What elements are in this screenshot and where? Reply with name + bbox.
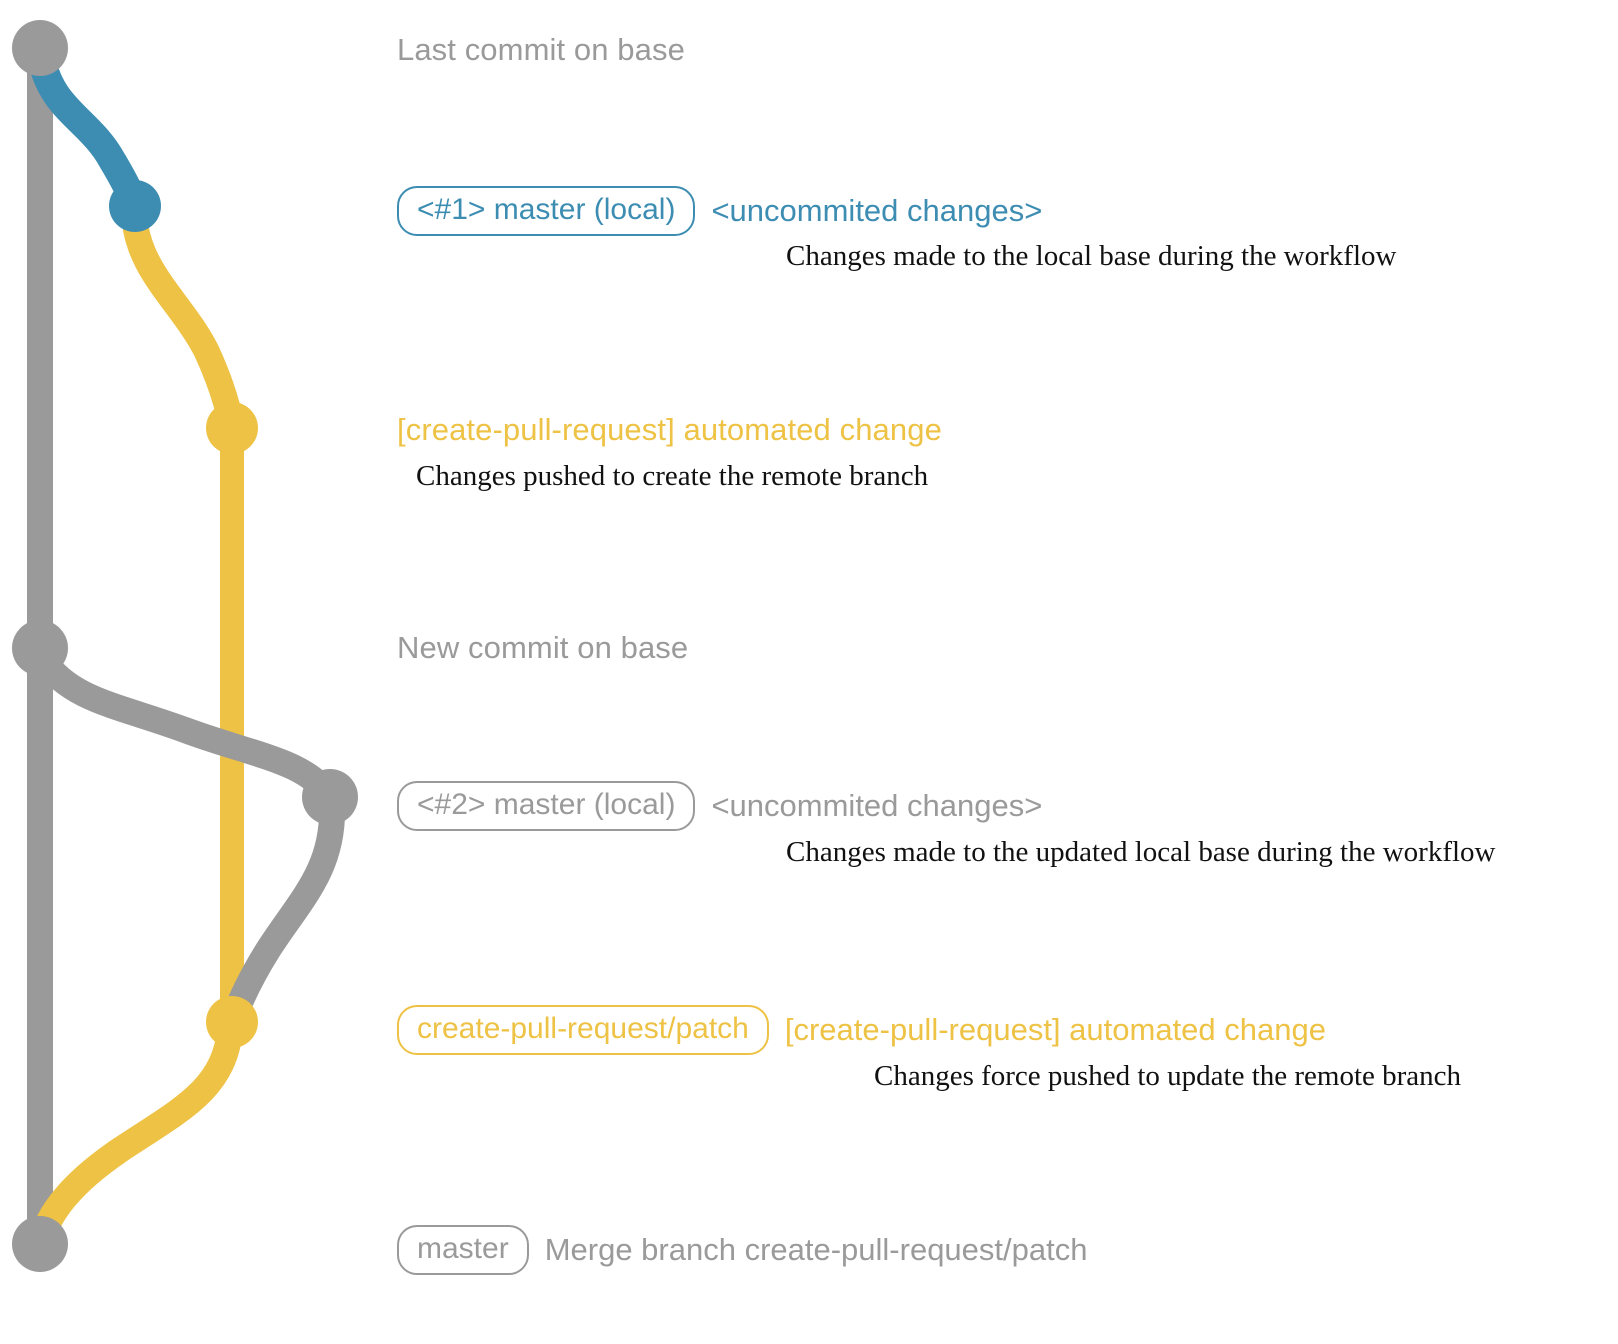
description-automated-change-2: Changes force pushed to update the remot…: [874, 1060, 1462, 1092]
commit-message-local-1: <uncommited changes>: [711, 193, 1043, 228]
commit-node-base-bottom[interactable]: [12, 1216, 68, 1272]
edge-local2-to-patch2: [219, 793, 346, 1035]
branch-badge-local-2[interactable]: <#2> master (local): [397, 781, 696, 831]
branch-badge-master[interactable]: master: [397, 1225, 529, 1275]
row-last-commit-on-base: Last commit on base: [397, 32, 685, 68]
branch-badge-local-1[interactable]: <#1> master (local): [397, 186, 696, 236]
row-local-commit-2: <#2> master (local) <uncommited changes>: [397, 781, 1042, 831]
edge-local1-to-patch1: [121, 199, 245, 441]
branch-badge-patch[interactable]: create-pull-request/patch: [397, 1005, 769, 1055]
edge-basemid-to-local2: [31, 647, 343, 810]
row-automated-change-1: [create-pull-request] automated change: [397, 412, 942, 448]
description-local-2: Changes made to the updated local base d…: [786, 836, 1496, 868]
commit-node-local-1[interactable]: [109, 180, 161, 232]
edge-patch2-to-merge: [27, 1017, 243, 1257]
row-local-commit-1: <#1> master (local) <uncommited changes>: [397, 186, 1042, 236]
commit-message-local-2: <uncommited changes>: [711, 788, 1043, 823]
commit-message-last-commit-on-base: Last commit on base: [397, 32, 685, 67]
commit-node-base-top[interactable]: [12, 20, 68, 76]
description-automated-change-1: Changes pushed to create the remote bran…: [416, 460, 929, 492]
commit-message-new-commit-on-base: New commit on base: [397, 630, 689, 665]
commit-message-automated-change-2: [create-pull-request] automated change: [784, 1012, 1326, 1047]
commit-message-automated-change-1: [create-pull-request] automated change: [397, 412, 942, 447]
commit-message-merge: Merge branch create-pull-request/patch: [544, 1232, 1088, 1267]
row-merge-commit: master Merge branch create-pull-request/…: [397, 1225, 1087, 1275]
row-automated-change-2: create-pull-request/patch [create-pull-r…: [397, 1005, 1326, 1055]
row-new-commit-on-base: New commit on base: [397, 630, 688, 666]
description-local-1: Changes made to the local base during th…: [786, 240, 1397, 272]
commit-node-local-2[interactable]: [302, 769, 358, 825]
commit-node-patch-1[interactable]: [206, 402, 258, 454]
commit-node-base-mid[interactable]: [12, 620, 68, 676]
commit-node-patch-2[interactable]: [206, 996, 258, 1048]
